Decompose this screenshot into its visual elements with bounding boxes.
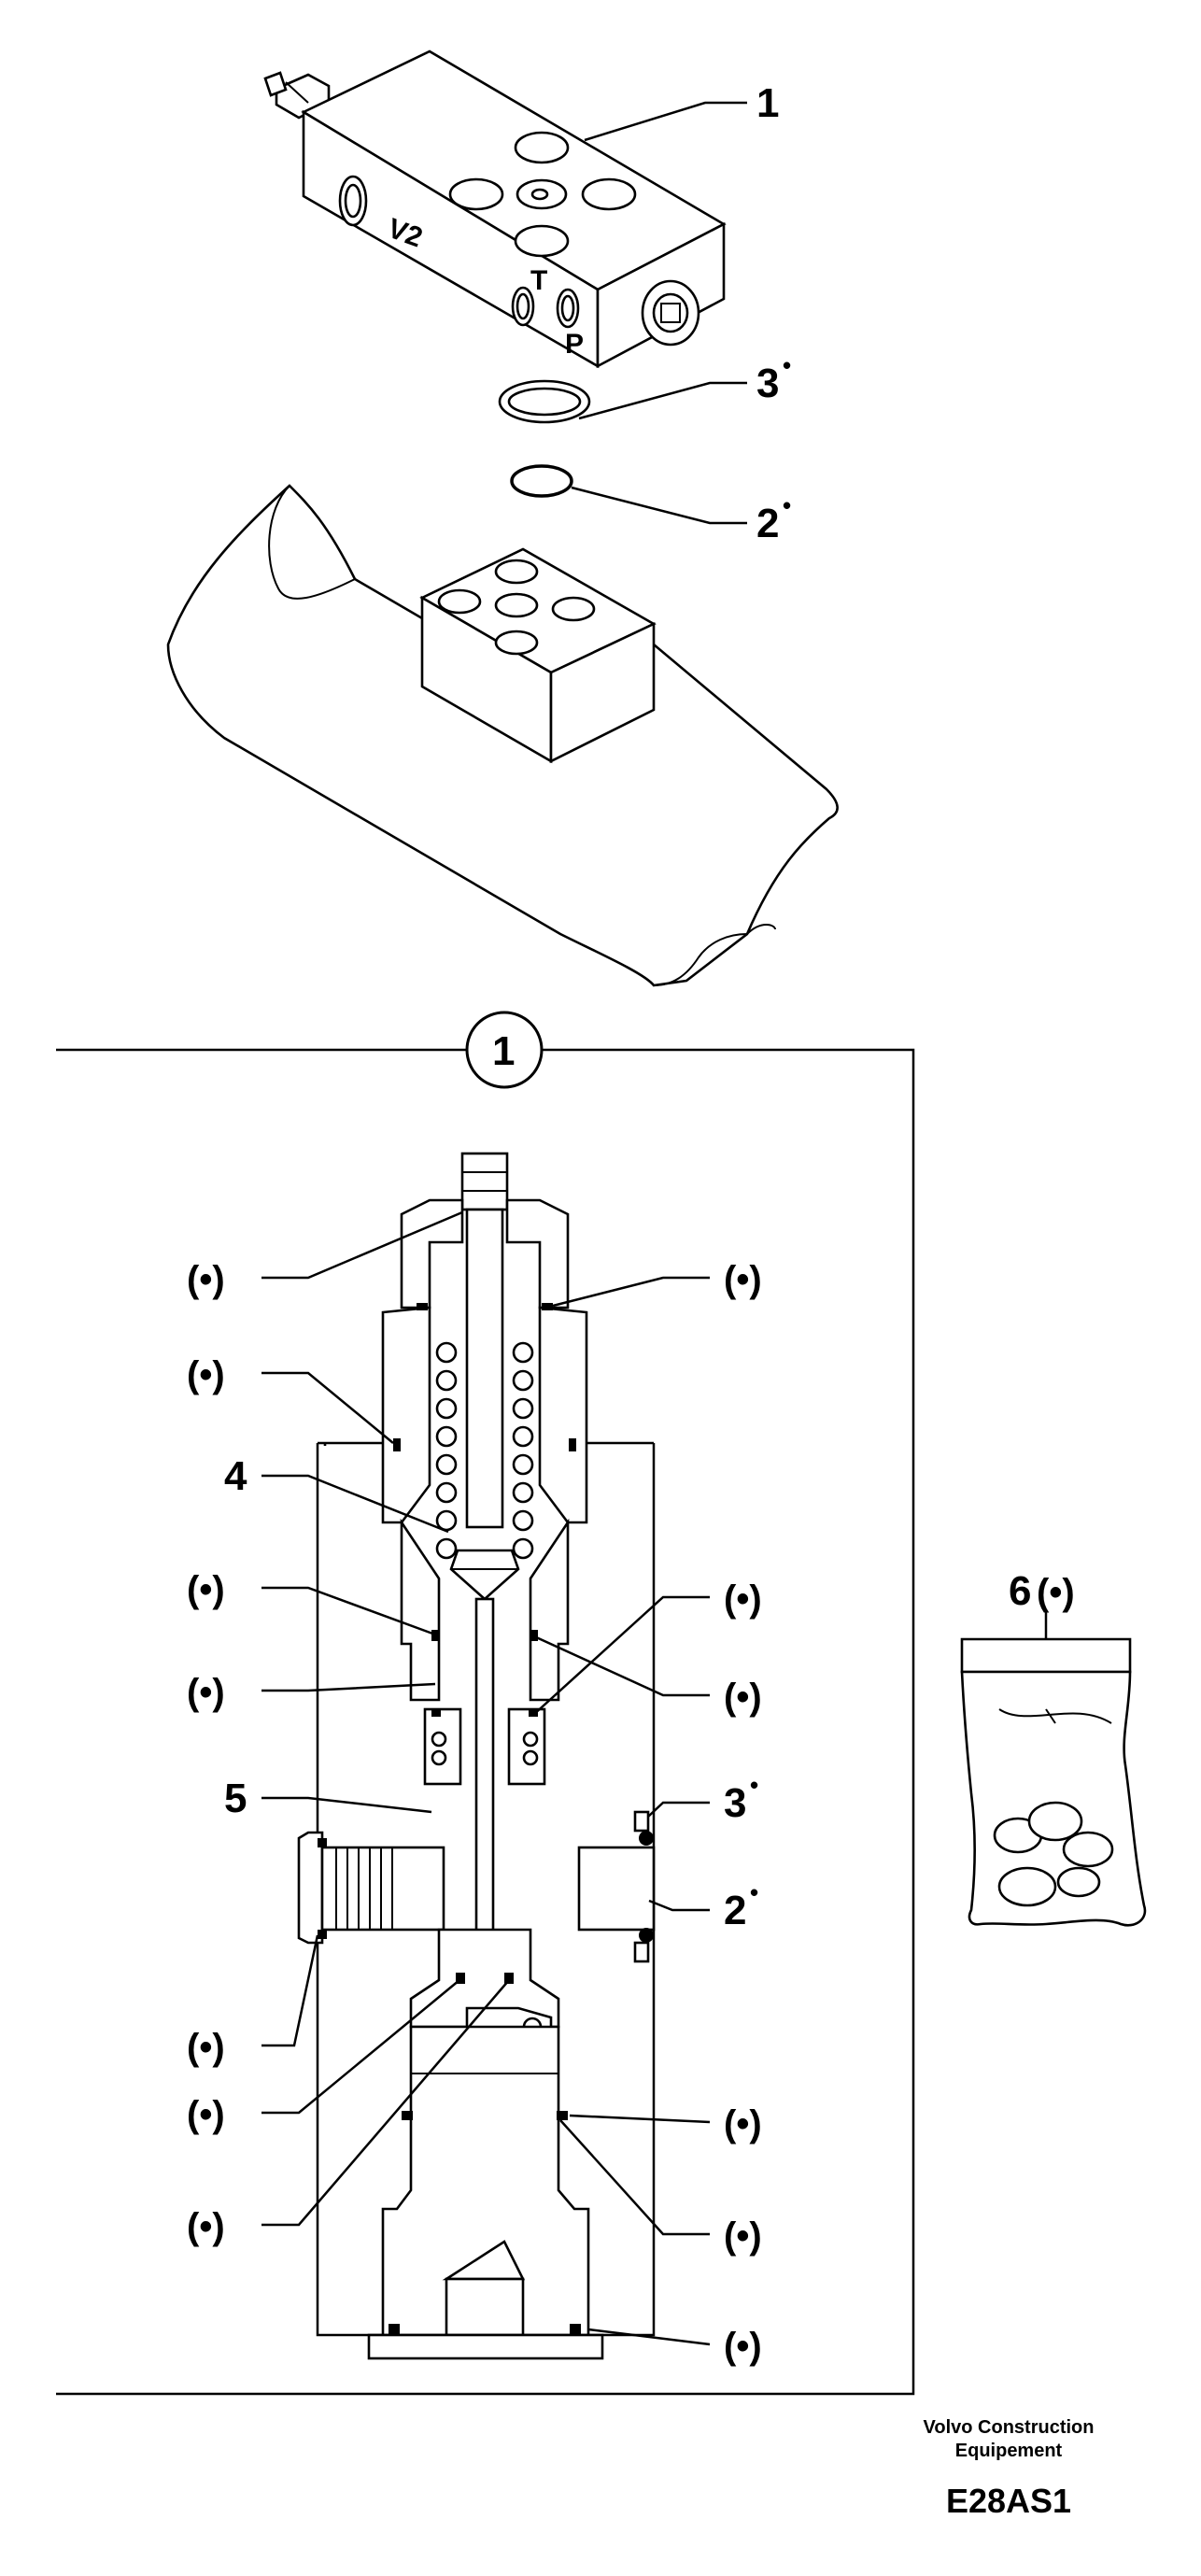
seal-marker-r2: (•) — [724, 1578, 762, 1620]
seal-marker-labels: (•) (•) (•) (•) (•) (•) (•) (•) (•) (•) … — [187, 1259, 762, 2367]
port-label-p: P — [565, 329, 584, 360]
callout-3-mark: • — [783, 351, 791, 379]
callout-3-number: 3 — [756, 361, 779, 406]
callout-5-number: 5 — [224, 1776, 247, 1821]
seal-marker-l5: (•) — [187, 2027, 225, 2068]
o-ring-2 — [510, 464, 573, 498]
detail-frame: 1 — [56, 1011, 915, 2396]
port-label-t: T — [530, 265, 547, 296]
callout-6-number: 6 — [1009, 1568, 1031, 1614]
seal-marker-l1: (•) — [187, 1259, 225, 1300]
callout-2-mark: • — [783, 491, 791, 519]
seal-markers — [318, 1303, 654, 2335]
seal-marker-r1: (•) — [724, 1259, 762, 1300]
company-line-1: Volvo Construction — [924, 2417, 1095, 2438]
section-leader-lines — [261, 1210, 711, 2346]
spring-coils — [435, 1341, 534, 1560]
callout-3b-mark: • — [750, 1771, 758, 1799]
seal-marker-r6: (•) — [724, 2326, 762, 2367]
diagram-code: E28AS1 — [946, 2482, 1071, 2520]
valve-cross-section — [297, 1152, 656, 2360]
seal-marker-l2: (•) — [187, 1354, 225, 1395]
callout-4-number: 4 — [224, 1453, 247, 1499]
seal-ring-3 — [498, 379, 591, 424]
callout-2-number: 2 — [756, 501, 779, 546]
seal-marker-l3: (•) — [187, 1569, 225, 1610]
callout-2b-number: 2 — [724, 1888, 746, 1933]
seal-marker-l7: (•) — [187, 2206, 225, 2247]
seal-marker-l4: (•) — [187, 1672, 225, 1713]
seal-marker-r3: (•) — [724, 1677, 762, 1718]
valve-block: V2 T P — [263, 50, 727, 369]
seal-marker-r4: (•) — [724, 2103, 762, 2144]
section-callouts: 4 5 3 • 2 • — [224, 1453, 758, 1933]
top-callouts: 1 3 • 2 • — [571, 80, 791, 546]
seal-kit-bag: 6 (•) — [960, 1568, 1147, 1927]
callout-6-mark: (•) — [1037, 1572, 1075, 1613]
pipe-with-mounting-pad — [166, 484, 839, 987]
callout-1-number: 1 — [756, 80, 779, 126]
seal-marker-l6: (•) — [187, 2094, 225, 2135]
callout-2b-mark: • — [750, 1878, 758, 1906]
footer: Volvo Construction Equipement E28AS1 — [924, 2417, 1095, 2520]
detail-circle-number: 1 — [492, 1028, 515, 1074]
seal-marker-r5: (•) — [724, 2215, 762, 2257]
callout-3b-number: 3 — [724, 1780, 746, 1826]
company-line-2: Equipement — [955, 2441, 1063, 2461]
